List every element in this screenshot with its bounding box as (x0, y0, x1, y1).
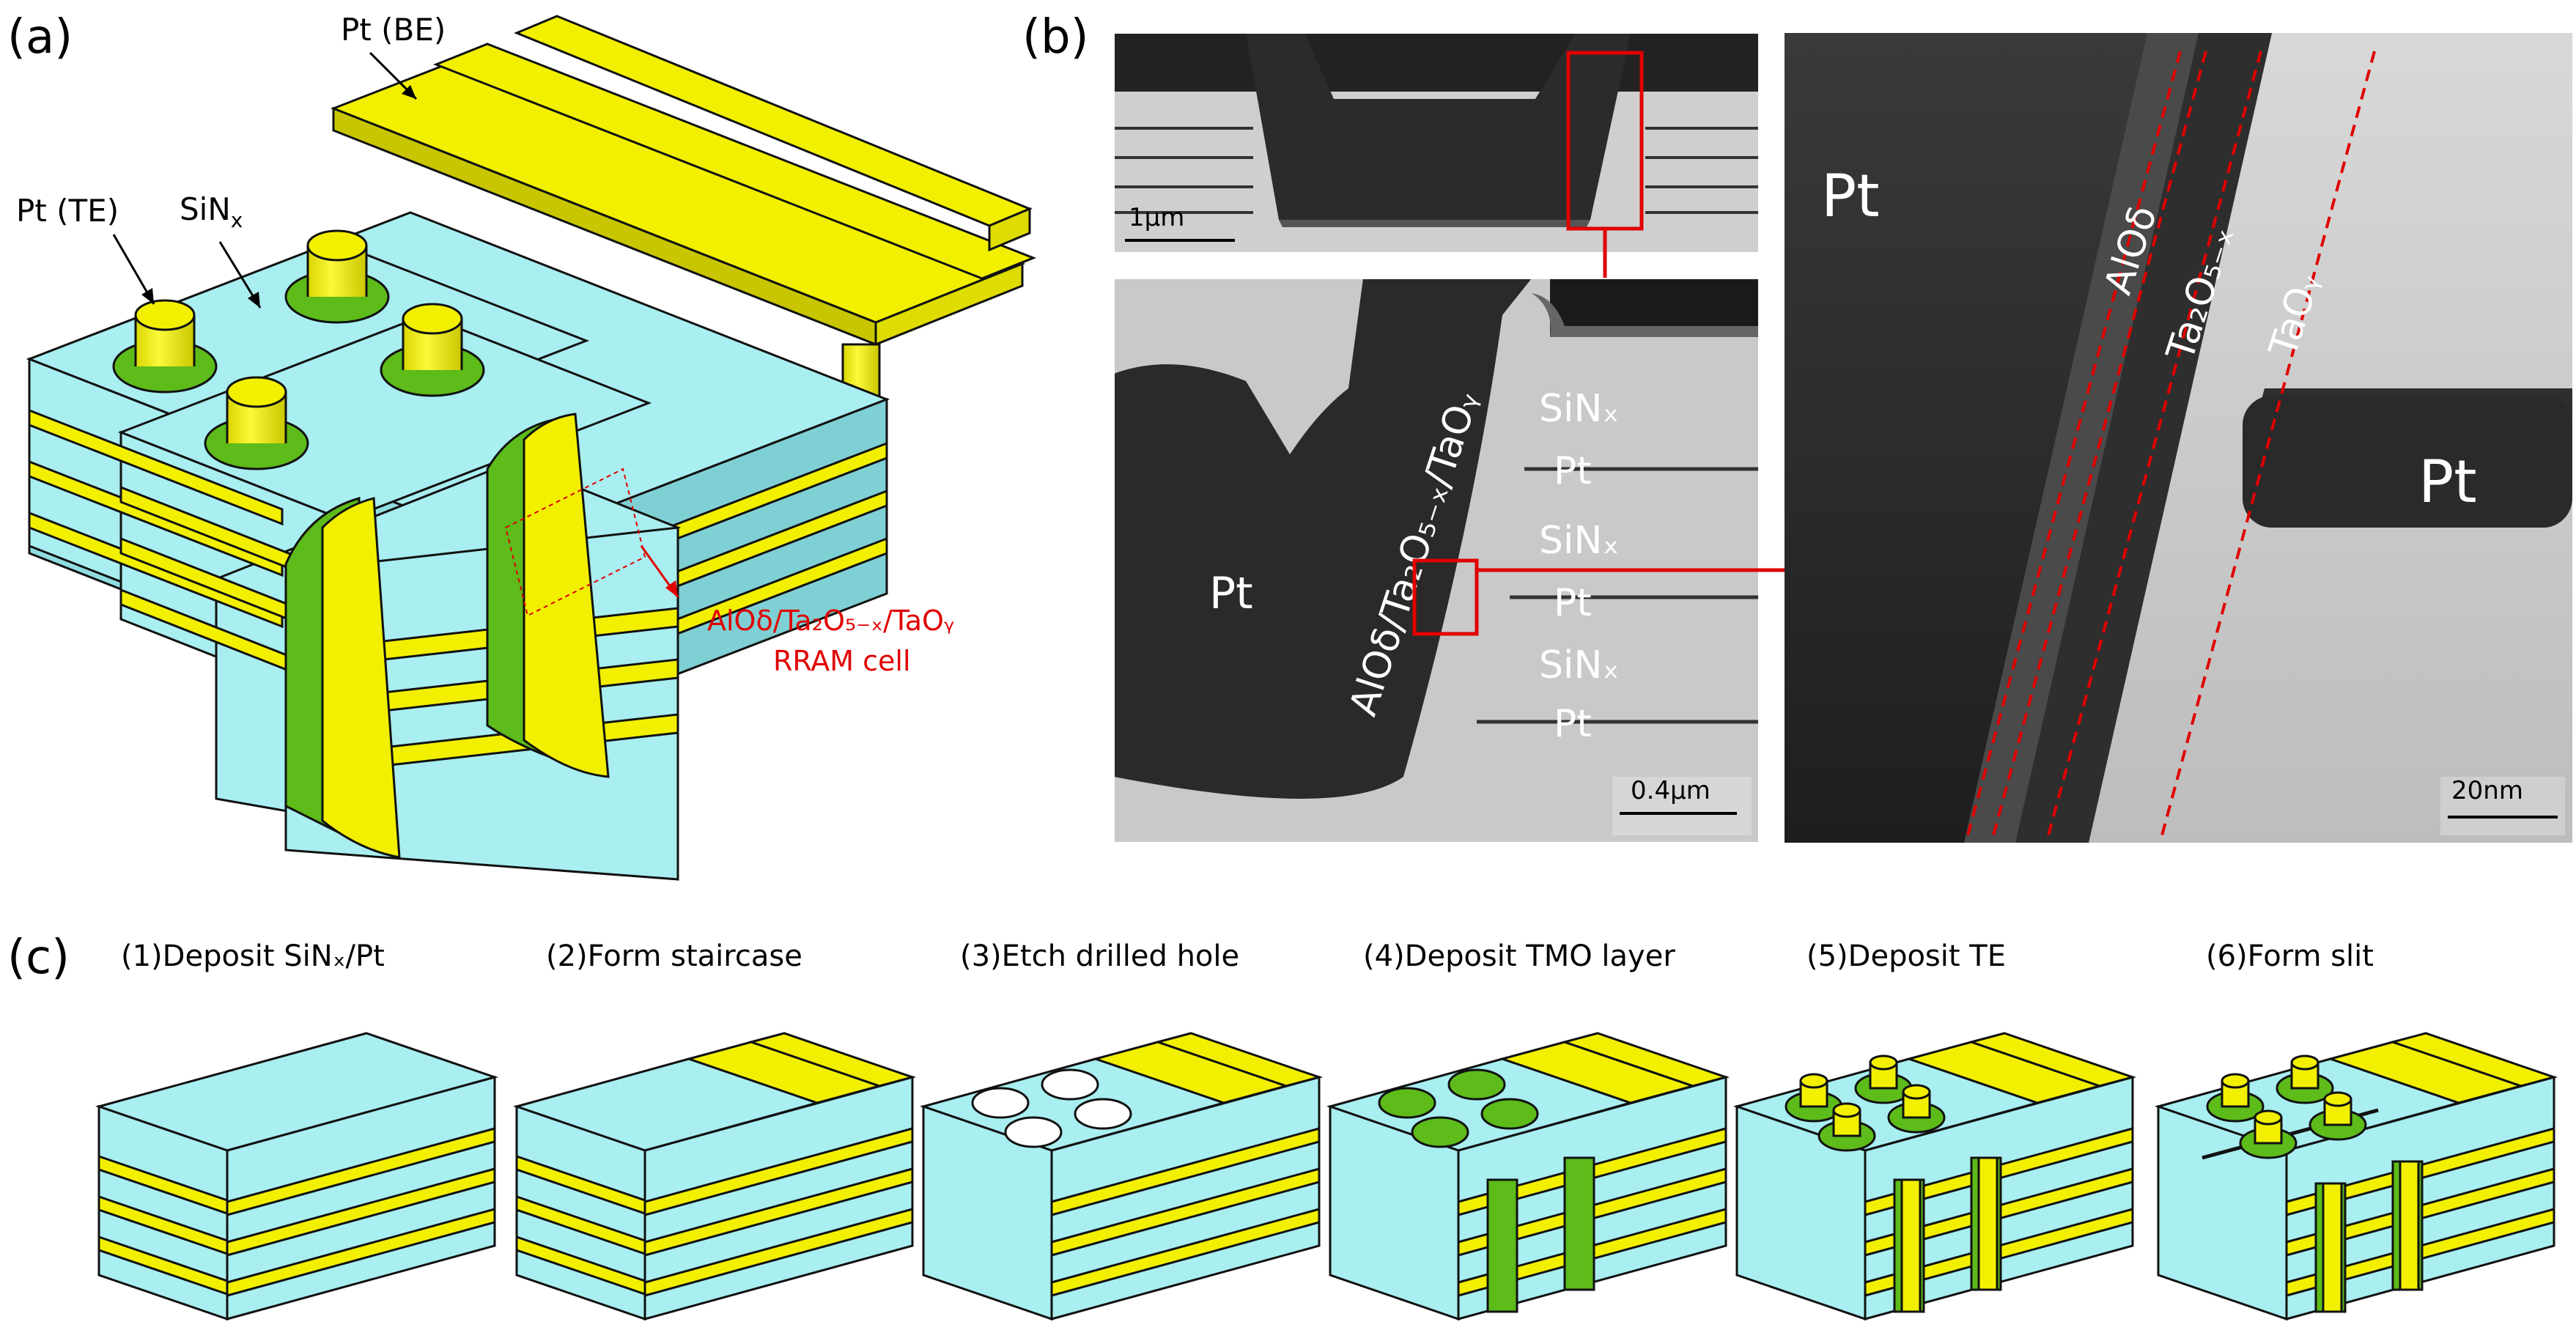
mid-layer-label: Pt (1554, 702, 1592, 746)
zoom-box-mid (1412, 558, 1479, 636)
mid-layer-label: SiNₓ (1539, 643, 1619, 687)
step-block-3 (919, 1032, 1324, 1321)
mid-layer-label: Pt (1554, 449, 1592, 493)
tem-right: Pt Pt AlOδ Ta₂O₅₋ₓ TaOᵧ 20nm (1785, 33, 2572, 843)
label-rram-stack: AlOδ/Ta₂O₅₋ₓ/TaOᵧ (707, 605, 954, 637)
step-block-2 (512, 1032, 917, 1321)
scale-label-top: 1μm (1129, 203, 1184, 232)
panel-b: (b) 1μm (1022, 10, 2572, 843)
step-label: (4)Deposit TMO layer (1363, 939, 1675, 973)
label-sinx: SiNx (180, 191, 243, 232)
label-rram-cell: RRAM cell (773, 645, 911, 677)
step-label: (6)Form slit (2206, 939, 2374, 973)
panel-c-letter: (c) (7, 931, 70, 985)
rram-cell-marker (504, 468, 646, 617)
step-block-6 (2154, 1032, 2558, 1321)
be-stripe-1-end (874, 262, 1024, 347)
panel-a-letter: (a) (7, 10, 73, 64)
step-label: (1)Deposit SiNₓ/Pt (121, 939, 385, 973)
right-pt-left-label: Pt (1821, 162, 1880, 230)
pt-layer (28, 408, 284, 526)
te-pillar (204, 376, 309, 470)
panel-c: (c) (1)Deposit SiNₓ/Pt (2)Form staircase… (7, 931, 2558, 1321)
tem-top: 1μm (1113, 32, 1760, 308)
panel-b-letter: (b) (1022, 10, 1089, 64)
step-labels: (1)Deposit SiNₓ/Pt (2)Form staircase (3)… (121, 939, 2374, 973)
step-block-5 (1732, 1032, 2137, 1321)
scale-label-right: 20nm (2451, 776, 2523, 805)
mid-pt-label: Pt (1209, 568, 1253, 619)
te-pillar (284, 229, 390, 324)
mid-layer-label: SiNₓ (1539, 519, 1619, 563)
step-label: (3)Etch drilled hole (960, 939, 1239, 973)
step-label: (5)Deposit TE (1806, 939, 2006, 973)
step-label: (2)Form staircase (546, 939, 802, 973)
cut-pillars (284, 413, 610, 859)
label-pt-te: Pt (TE) (16, 193, 119, 229)
step-block-4 (1326, 1032, 1730, 1321)
te-pillar (112, 299, 218, 394)
panel-a: (a) (7, 10, 1037, 881)
be-stripe-2-top (432, 43, 1037, 280)
mid-layer-label: SiNₓ (1539, 387, 1619, 431)
be-stripe-3-end (988, 207, 1031, 252)
scale-label-mid: 0.4μm (1631, 776, 1710, 805)
mid-layer-label: Pt (1554, 581, 1592, 625)
step-block-1 (95, 1032, 499, 1321)
bottom-electrode-stripes (330, 15, 1037, 347)
label-pt-be: Pt (BE) (341, 12, 446, 48)
tem-mid: Pt AlOδ/Ta₂O₅₋ₓ/TaOᵧ SiNₓ Pt SiNₓ Pt SiN… (1113, 278, 1825, 843)
panel-a-labels: Pt (BE) Pt (TE) SiNx AlOδ/Ta₂O₅₋ₓ/TaOᵧ R… (16, 12, 954, 677)
te-pillars (112, 229, 485, 470)
right-pt-right-label: Pt (2418, 448, 2477, 516)
mid-layer-labels: SiNₓ Pt SiNₓ Pt SiNₓ Pt (1539, 387, 1619, 746)
te-pillar (380, 303, 485, 397)
